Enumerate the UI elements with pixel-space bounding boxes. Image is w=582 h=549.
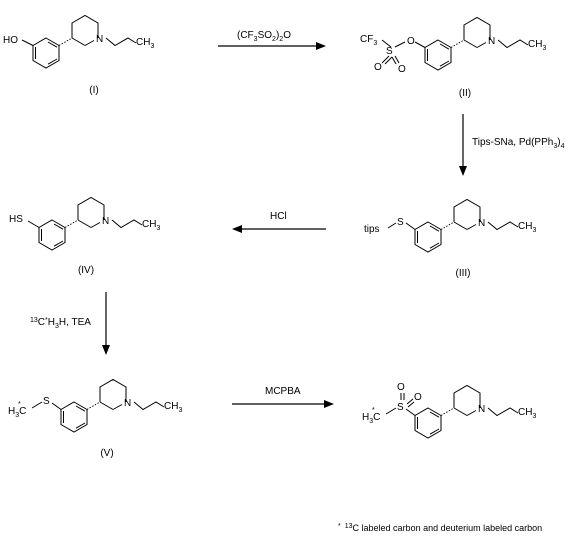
compound-ii: O S CF3 O O N CH3 — [360, 17, 546, 75]
sulfur-label: S — [386, 46, 393, 57]
sulfonyl-oxygen-1: O — [374, 62, 382, 73]
nitrogen-label: N — [124, 398, 131, 409]
nitrogen-label: N — [478, 404, 485, 415]
arrow-step-2 — [459, 114, 467, 176]
label-star: * — [372, 407, 375, 414]
compound-i-label: (I) — [89, 85, 98, 96]
reagent-step-5: MCPBA — [265, 386, 301, 397]
arrow-step-4 — [102, 292, 110, 355]
svg-text:CH3: CH3 — [136, 37, 154, 50]
compound-iv: HS N CH3 — [9, 197, 160, 251]
label-star: * — [18, 401, 21, 408]
reagent-step-2: Tips-SNa, Pd(PPh3)4 — [472, 137, 565, 150]
footnote: *13C labeled carbon and deuterium labele… — [338, 523, 542, 533]
svg-text:CH3: CH3 — [142, 219, 160, 232]
svg-text:CH3: CH3 — [528, 39, 546, 52]
hydroxyl-label: HO — [3, 35, 18, 46]
reagent-step-3: HCl — [270, 211, 287, 222]
sulfonyl-oxygen-top: O — [397, 382, 405, 393]
thiol-label: HS — [9, 214, 23, 225]
compound-iii: S tips N CH3 — [364, 199, 536, 253]
compound-iii-label: (III) — [456, 268, 471, 279]
sulfur-label: S — [43, 396, 50, 407]
arrow-step-5 — [232, 400, 334, 408]
methyl-label: H3C — [8, 406, 26, 419]
oxygen-label: O — [407, 36, 415, 47]
ch-label: CH — [136, 37, 150, 48]
compound-iv-label: (IV) — [78, 265, 94, 276]
reagent-step-1: (CF3SO2)2O — [237, 30, 291, 43]
sulfur-label: S — [397, 402, 404, 413]
svg-text:CH3: CH3 — [518, 407, 536, 420]
svg-text:CH3: CH3 — [164, 401, 182, 414]
sulfonyl-oxygen-2: O — [398, 64, 406, 75]
compound-ii-label: (II) — [459, 88, 471, 99]
svg-text:CH3: CH3 — [518, 221, 536, 234]
nitrogen-label: N — [96, 34, 103, 45]
cf-label: CF — [360, 34, 373, 45]
nitrogen-label: N — [488, 36, 495, 47]
methyl-label: H3C — [362, 412, 380, 425]
compound-i: HO N CH3 — [3, 15, 154, 69]
compound-v: S H3C * N CH3 — [8, 379, 182, 433]
nitrogen-label: N — [102, 216, 109, 227]
compound-v-label: (V) — [100, 448, 113, 459]
reagent-step-4: 13C*H3H, TEA — [30, 317, 91, 330]
sulfonyl-oxygen-right: O — [414, 392, 422, 403]
sub-3: 3 — [150, 43, 154, 50]
arrow-step-3 — [232, 225, 326, 233]
arrow-step-1 — [218, 42, 326, 50]
tips-label: tips — [364, 224, 380, 235]
svg-text:CF3: CF3 — [360, 34, 377, 47]
nitrogen-label: N — [478, 218, 485, 229]
sulfur-label: S — [397, 217, 404, 228]
compound-vi: S O O H3C * N CH3 — [362, 382, 536, 439]
